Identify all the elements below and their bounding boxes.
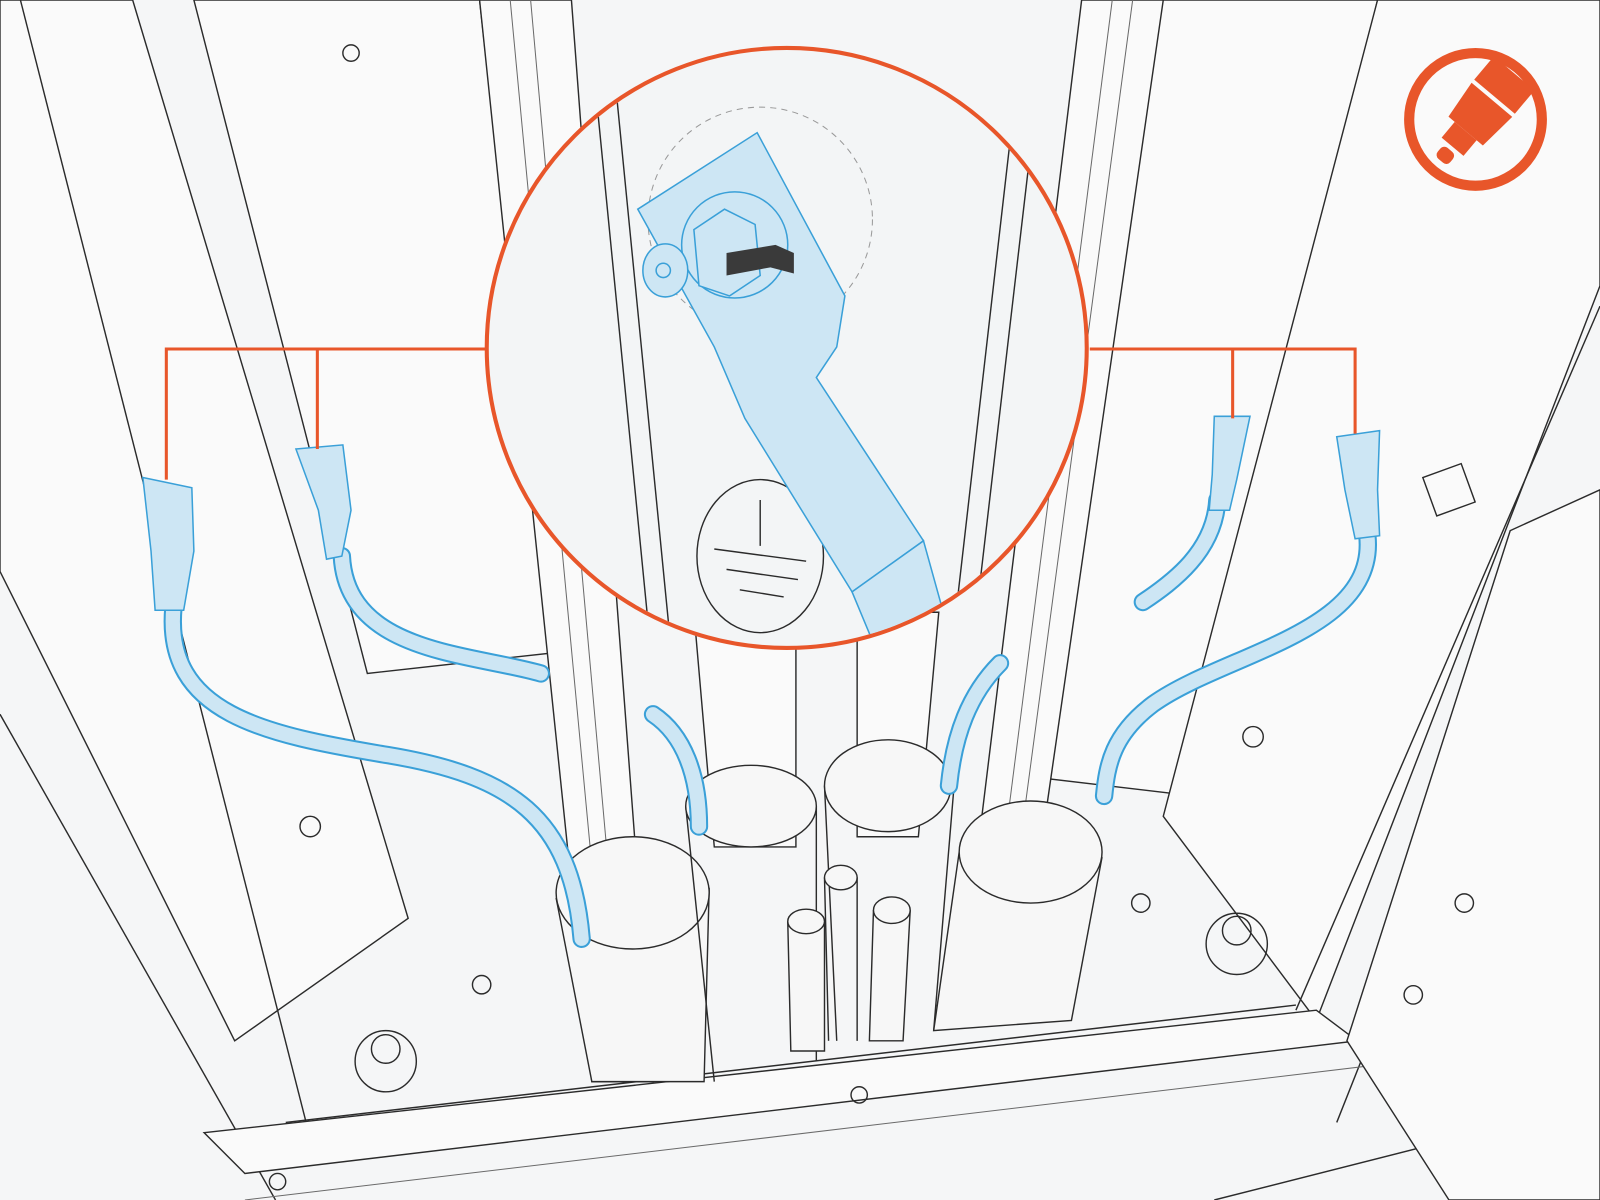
magnified-detail <box>484 45 1089 650</box>
callout-leaders <box>164 347 1357 480</box>
ground-cables <box>141 415 1381 948</box>
conduit-pipes <box>555 739 1103 1083</box>
bolts <box>268 725 1475 1191</box>
cable-lug-icon <box>1404 47 1547 191</box>
ground-symbol-icon <box>696 478 825 634</box>
